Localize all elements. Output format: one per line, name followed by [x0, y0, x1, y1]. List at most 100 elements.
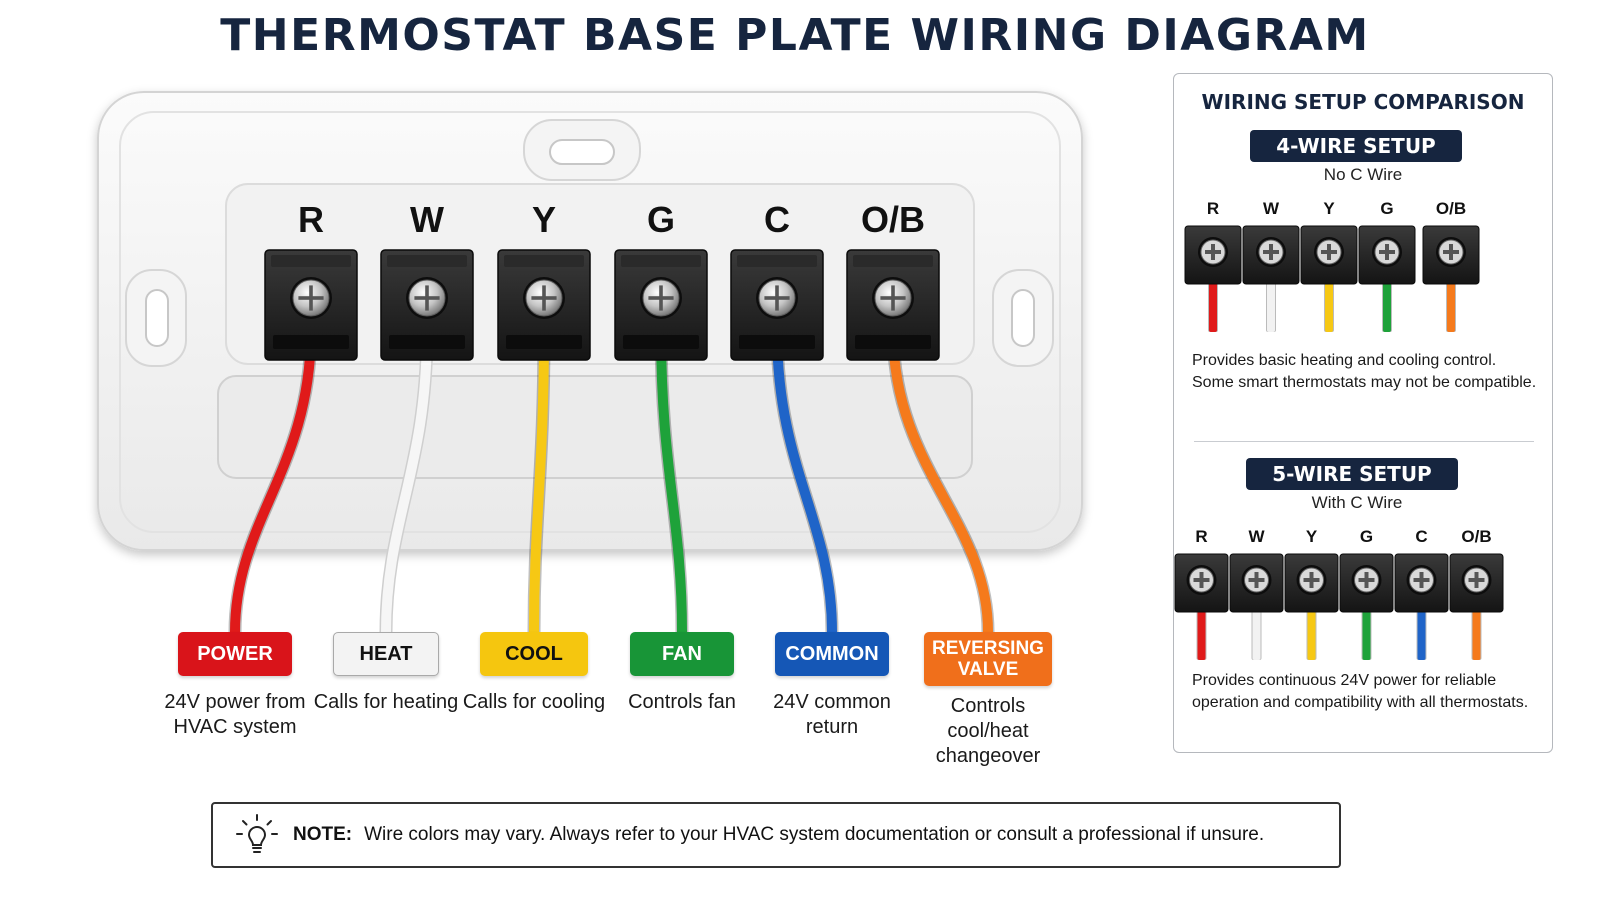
five-wire-wire-y — [1307, 608, 1316, 660]
terminal-block-c — [730, 249, 824, 361]
screw-icon — [1198, 237, 1228, 267]
wire-y — [529, 325, 549, 637]
screw-icon — [1256, 237, 1286, 267]
five-wire-wire-ob — [1472, 608, 1481, 660]
five-wire-block-w — [1229, 553, 1284, 613]
note-box: NOTE: Wire colors may vary. Always refer… — [211, 802, 1341, 868]
function-tag-r: POWER — [178, 632, 292, 676]
five-wire-label-ob: O/B — [1461, 527, 1491, 546]
comparison-divider — [1194, 441, 1534, 442]
four-wire-subtitle: No C Wire — [1323, 165, 1403, 184]
screw-icon — [640, 277, 682, 319]
function-desc-w: Calls for heating — [313, 691, 459, 713]
screw-icon — [872, 277, 914, 319]
five-wire-subtitle: With C Wire — [1311, 493, 1403, 512]
screw-icon — [290, 277, 332, 319]
five-wire-wire-g — [1362, 608, 1371, 660]
wire-r — [230, 325, 316, 637]
function-desc-y: Calls for cooling — [462, 691, 606, 713]
terminal-label-ob: O/B — [861, 199, 925, 240]
four-wire-title: 4-WIRE SETUP — [1250, 130, 1462, 162]
note-text: Wire colors may vary. Always refer to yo… — [364, 824, 1265, 845]
five-wire-block-g — [1339, 553, 1394, 613]
screw-icon — [1406, 565, 1437, 595]
five-wire-label-r: R — [1195, 527, 1207, 546]
terminal-label-w: W — [410, 199, 444, 240]
screw-icon — [1436, 237, 1466, 267]
base-plate-diagram: R W Y G C O/B — [97, 91, 1083, 639]
four-wire-label-w: W — [1263, 199, 1280, 218]
terminal-block-w — [380, 249, 474, 361]
terminal-label-g: G — [647, 199, 675, 240]
five-wire-label-g: G — [1360, 527, 1373, 546]
four-wire-wire-y — [1325, 280, 1333, 332]
terminal-label-r: R — [298, 199, 324, 240]
four-wire-block-r — [1184, 225, 1242, 285]
terminal-block-ob — [846, 249, 940, 361]
four-wire-block-g — [1358, 225, 1416, 285]
page-title: THERMOSTAT BASE PLATE WIRING DIAGRAM — [220, 10, 1370, 61]
function-tag-g: FAN — [630, 632, 734, 676]
note-label: NOTE: — [293, 824, 353, 845]
screw-icon — [1186, 565, 1217, 595]
wire-w — [381, 325, 432, 637]
four-wire-block-y — [1300, 225, 1358, 285]
function-tag-y: COOL — [480, 632, 588, 676]
five-wire-block-c — [1394, 553, 1449, 613]
function-tag-ob: REVERSING VALVE — [924, 632, 1052, 686]
four-wire-label-y: Y — [1323, 199, 1335, 218]
wire-c — [772, 325, 837, 637]
function-tag-w: HEAT — [333, 632, 439, 676]
screw-icon — [1372, 237, 1402, 267]
five-wire-label-c: C — [1415, 527, 1427, 546]
terminal-label-y: Y — [532, 199, 556, 240]
top-mounting-slot — [549, 139, 615, 165]
function-desc-g: Controls fan — [628, 691, 736, 713]
five-wire-block-ob — [1449, 553, 1504, 613]
five-wire-block-y — [1284, 553, 1339, 613]
five-wire-label-w: W — [1248, 527, 1265, 546]
screw-icon — [1241, 565, 1272, 595]
comparison-title: WIRING SETUP COMPARISON — [1201, 90, 1525, 114]
left-mounting-slot — [145, 289, 169, 347]
base-plate-inner — [119, 111, 1061, 533]
five-wire-label-y: Y — [1306, 527, 1318, 546]
terminal-block-g — [614, 249, 708, 361]
four-wire-wire-w — [1267, 280, 1275, 332]
screw-icon — [406, 277, 448, 319]
four-wire-desc: Provides basic heating and cooling contr… — [1192, 352, 1537, 391]
function-desc-r: 24V power from HVAC system — [164, 691, 306, 738]
screw-icon — [1296, 565, 1327, 595]
function-tag-c: COMMON — [775, 632, 889, 676]
wire-ob — [888, 325, 993, 637]
terminal-block-y — [497, 249, 591, 361]
four-wire-block-ob — [1422, 225, 1480, 285]
five-wire-wire-w — [1252, 608, 1261, 660]
four-wire-label-g: G — [1380, 199, 1393, 218]
screw-icon — [523, 277, 565, 319]
four-wire-diagram: R W Y G O/B — [1184, 199, 1480, 332]
terminal-block-r — [264, 249, 358, 361]
wiring-comparison-panel: WIRING SETUP COMPARISON 4-WIRE SETUP No … — [1173, 73, 1553, 753]
four-wire-label-r: R — [1207, 199, 1219, 218]
five-wire-wire-r — [1197, 608, 1206, 660]
lightbulb-icon — [236, 814, 278, 853]
terminal-label-c: C — [764, 199, 790, 240]
function-desc-c: 24V common return — [773, 691, 891, 738]
wire-g — [656, 325, 687, 637]
five-wire-block-r — [1174, 553, 1229, 613]
function-desc-ob: Controls cool/heat changeover — [935, 695, 1041, 767]
four-wire-wire-r — [1209, 280, 1217, 332]
right-mounting-slot — [1011, 289, 1035, 347]
screw-icon — [1351, 565, 1382, 595]
five-wire-wire-c — [1417, 608, 1426, 660]
wire-opening — [217, 375, 973, 479]
four-wire-wire-g — [1383, 280, 1391, 332]
screw-icon — [1314, 237, 1344, 267]
four-wire-label-ob: O/B — [1436, 199, 1466, 218]
screw-icon — [756, 277, 798, 319]
four-wire-wire-ob — [1447, 280, 1455, 332]
four-wire-block-w — [1242, 225, 1300, 285]
screw-icon — [1461, 565, 1492, 595]
five-wire-desc: Provides continuous 24V power for reliab… — [1192, 672, 1529, 711]
